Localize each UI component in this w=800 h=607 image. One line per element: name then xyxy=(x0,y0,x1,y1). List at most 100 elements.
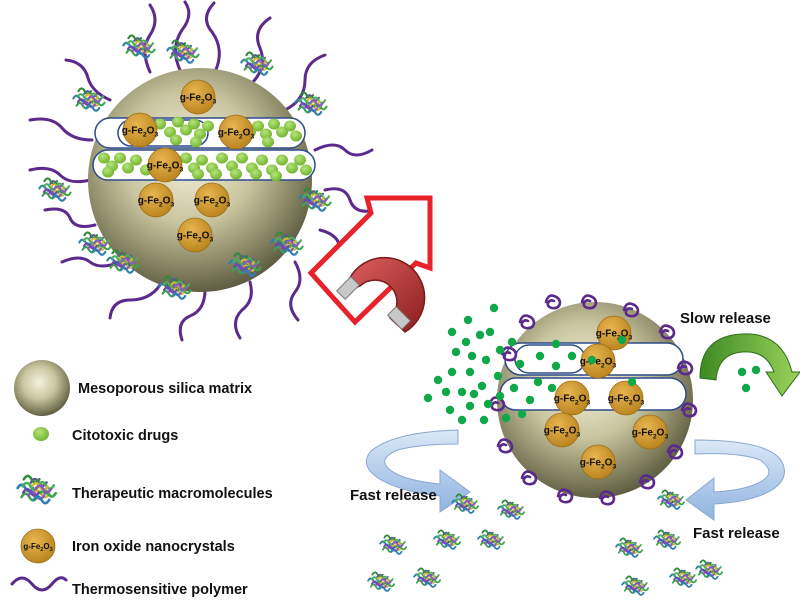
drug-dot xyxy=(210,168,222,180)
drug-dot xyxy=(485,327,495,337)
drug-dot xyxy=(250,168,262,180)
macromolecule xyxy=(379,534,408,555)
polymer-chain xyxy=(323,187,377,213)
drug-dot xyxy=(469,389,479,399)
polymer-chain xyxy=(205,1,221,74)
drug-dot xyxy=(284,120,296,132)
drug-dots-left xyxy=(98,116,312,182)
drug-dot xyxy=(441,387,451,397)
drug-dot xyxy=(286,162,298,174)
drug-dot xyxy=(216,152,228,164)
drug-dot xyxy=(445,405,455,415)
silica-sphere-icon xyxy=(14,360,70,416)
drug-dot xyxy=(236,152,248,164)
macromolecule xyxy=(653,529,682,550)
collapsed-polymer xyxy=(622,302,640,318)
magnet-icon xyxy=(335,256,426,333)
collapsed-polymer xyxy=(666,444,684,460)
drug-dot xyxy=(256,154,268,166)
released-drugs xyxy=(423,303,761,425)
legend-label-nanocrystals: Iron oxide nanocrystals xyxy=(72,539,235,555)
drug-dot xyxy=(423,393,433,403)
fast-release-arrow-left xyxy=(365,429,471,513)
drug-dot xyxy=(551,361,561,371)
nanocrystal: g-Fe2O3 xyxy=(218,114,255,150)
nanocrystal: g-Fe2O3 xyxy=(194,182,230,218)
drug-dot xyxy=(130,154,142,166)
legend: Mesoporous silica matrix Citotoxic drugs… xyxy=(10,360,273,598)
drug-dot xyxy=(196,154,208,166)
drug-dot xyxy=(122,162,134,174)
drug-dot xyxy=(268,118,280,130)
polymer-chain xyxy=(60,256,122,268)
drug-dot xyxy=(170,134,182,146)
released-macromolecules xyxy=(367,489,724,596)
drug-dot xyxy=(290,130,302,142)
macromolecule xyxy=(615,537,644,558)
collapsed-polymer xyxy=(598,490,616,506)
nanocrystal-label: g-Fe2O3 xyxy=(218,128,255,141)
collapsed-polymer xyxy=(544,294,562,310)
nanocrystal: g-Fe2O3 xyxy=(608,380,644,416)
nanocrystals-right: g-Fe2O3g-Fe2O3g-Fe2O3g-Fe2O3g-Fe2O3g-Fe2… xyxy=(544,315,668,480)
polymer-chain xyxy=(64,58,112,102)
drug-dot xyxy=(479,415,489,425)
drug-dot xyxy=(507,337,517,347)
nanocrystal: g-Fe2O3 xyxy=(554,380,590,416)
polymer-chain xyxy=(143,3,157,74)
drug-dot xyxy=(483,399,493,409)
macromolecule xyxy=(16,474,58,505)
drug-dot xyxy=(533,377,543,387)
macromolecule xyxy=(72,87,106,112)
drug-dot xyxy=(180,124,192,136)
macromolecule xyxy=(270,231,304,256)
polymer-chain xyxy=(108,283,162,320)
drug-dot xyxy=(188,118,200,130)
nanocrystal-label: g-Fe2O3 xyxy=(177,231,214,244)
drug-dot xyxy=(276,154,288,166)
collapsed-polymer xyxy=(680,402,698,418)
macromolecule xyxy=(477,529,506,550)
macromolecule xyxy=(657,489,686,510)
drug-dot xyxy=(192,168,204,180)
macromolecule xyxy=(166,39,200,64)
nanocrystal-label: g-Fe2O3 xyxy=(580,357,617,370)
fast-release-label-left: Fast release xyxy=(350,487,437,504)
drug-dot xyxy=(465,401,475,411)
collapsed-polymer xyxy=(520,470,538,486)
collapsed-polymer xyxy=(676,360,694,376)
drug-dot xyxy=(587,355,597,365)
macromolecule xyxy=(122,34,156,59)
nanocrystal: g-Fe2O3 xyxy=(122,112,158,148)
polymer-chain xyxy=(178,288,207,342)
fast-release-arrow-right xyxy=(685,439,785,521)
nanocrystal: g-Fe2O3 xyxy=(177,217,214,253)
drug-dot xyxy=(509,383,519,393)
drug-dot xyxy=(451,347,461,357)
drug-dot xyxy=(164,126,176,138)
collapsed-polymer xyxy=(518,314,536,330)
macromolecule xyxy=(497,499,526,520)
nanocrystal: g-Fe2O3 xyxy=(138,182,174,218)
polymer-chain xyxy=(28,117,94,142)
macromolecule xyxy=(413,567,442,588)
drug-dot xyxy=(270,170,282,182)
drug-dot xyxy=(230,168,242,180)
drug-dot xyxy=(535,351,545,361)
pore-channel xyxy=(499,377,687,411)
nanocrystal-label: g-Fe2O3 xyxy=(596,329,633,342)
drug-dot xyxy=(741,383,751,393)
drug-dot xyxy=(276,126,288,138)
collapsed-polymer xyxy=(496,438,514,454)
nanocrystal: g-Fe2O3 xyxy=(147,147,183,183)
slow-release-arrow xyxy=(699,333,800,397)
collapsed-polymer xyxy=(658,324,676,340)
drug-dot xyxy=(495,391,505,401)
macromolecule xyxy=(298,187,332,212)
polymer-chain xyxy=(313,143,374,157)
drug-dot xyxy=(457,415,467,425)
drug-dot xyxy=(467,351,477,361)
drug-dot xyxy=(477,381,487,391)
